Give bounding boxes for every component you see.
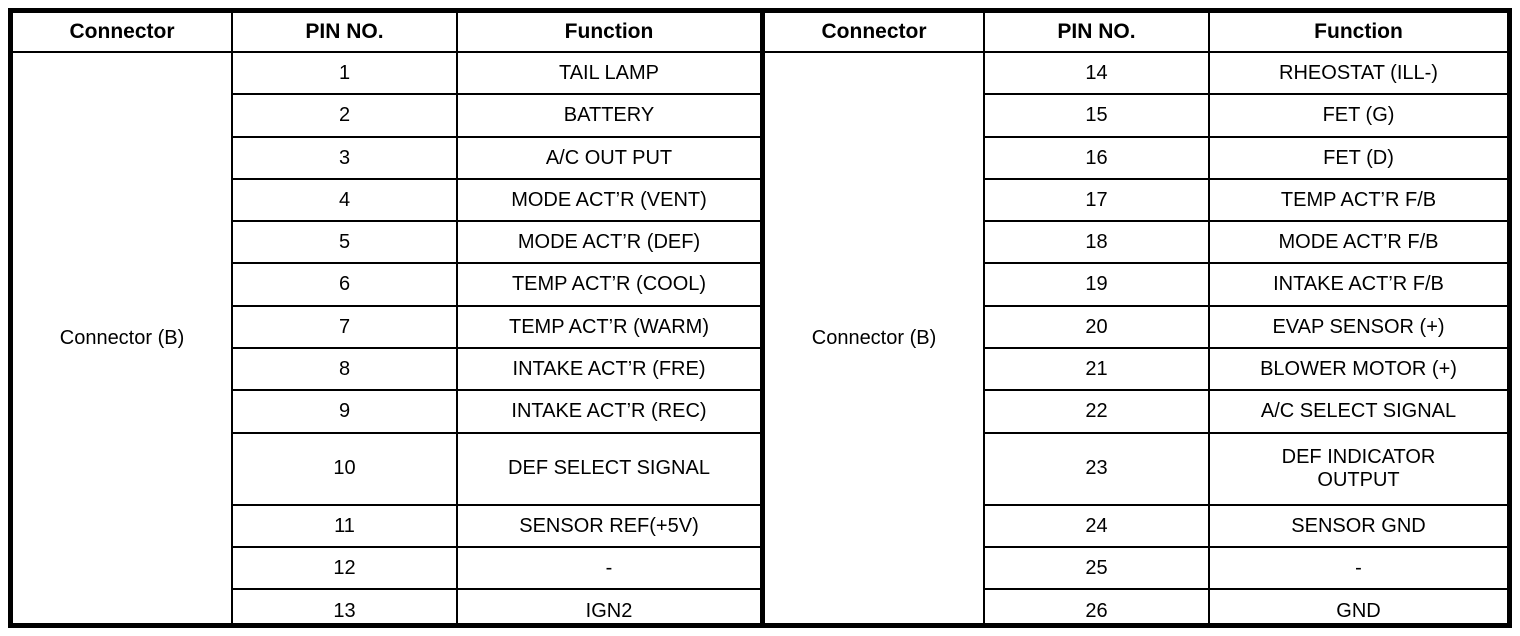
function-cell: SENSOR GND: [1210, 506, 1507, 548]
function-cell: TEMP ACT’R (WARM): [458, 307, 760, 350]
function-cell: DEF INDICATOR OUTPUT: [1210, 434, 1507, 506]
connector-merged-cell-left: Connector (B): [59, 326, 185, 349]
header-pin-left: PIN NO.: [233, 13, 456, 53]
function-cell: TEMP ACT’R F/B: [1210, 180, 1507, 223]
pin-cell: 7: [233, 307, 456, 350]
header-connector-left: Connector: [13, 13, 231, 53]
column-function-right: Function RHEOSTAT (ILL-) FET (G) FET (D)…: [1208, 13, 1507, 623]
table-half-left: Connector Connector (B) PIN NO. 1 2 3 4 …: [13, 13, 760, 623]
function-cell: SENSOR REF(+5V): [458, 506, 760, 548]
column-function-left: Function TAIL LAMP BATTERY A/C OUT PUT M…: [456, 13, 760, 623]
pin-assignment-table: Connector Connector (B) PIN NO. 1 2 3 4 …: [8, 8, 1512, 628]
pin-cell: 20: [985, 307, 1208, 350]
function-cell: MODE ACT’R (VENT): [458, 180, 760, 223]
pin-cell: 6: [233, 264, 456, 307]
pin-cell: 23: [985, 434, 1208, 506]
function-cell: MODE ACT’R F/B: [1210, 222, 1507, 265]
function-cell: INTAKE ACT’R (REC): [458, 391, 760, 434]
column-connector-left: Connector Connector (B): [13, 13, 231, 623]
function-cell: DEF SELECT SIGNAL: [458, 434, 760, 506]
pin-cell: 10: [233, 434, 456, 506]
connector-merged-cell-right: Connector (B): [811, 326, 937, 349]
function-cell: TEMP ACT’R (COOL): [458, 264, 760, 307]
pin-cell: 18: [985, 222, 1208, 265]
header-pin-right: PIN NO.: [985, 13, 1208, 53]
function-cell: A/C SELECT SIGNAL: [1210, 391, 1507, 434]
function-cell: -: [458, 548, 760, 591]
function-cell: BLOWER MOTOR (+): [1210, 349, 1507, 392]
column-connector-right: Connector Connector (B): [765, 13, 983, 623]
function-cell: EVAP SENSOR (+): [1210, 307, 1507, 350]
function-cell: GND: [1336, 600, 1381, 623]
function-cell: BATTERY: [458, 95, 760, 138]
function-cell: INTAKE ACT’R F/B: [1210, 264, 1507, 307]
pin-cell: 25: [985, 548, 1208, 591]
pin-cell: 22: [985, 391, 1208, 434]
function-cell: MODE ACT’R (DEF): [458, 222, 760, 265]
pin-cell: 12: [233, 548, 456, 591]
grid-left: Connector Connector (B) PIN NO. 1 2 3 4 …: [13, 13, 760, 623]
function-cell: INTAKE ACT’R (FRE): [458, 349, 760, 392]
pin-cell: 2: [233, 95, 456, 138]
pin-cell: 21: [985, 349, 1208, 392]
column-pin-left: PIN NO. 1 2 3 4 5 6 7 8 9 10 11 12 13: [231, 13, 456, 623]
pin-cell: 17: [985, 180, 1208, 223]
pin-cell: 11: [233, 506, 456, 548]
pin-cell: 13: [333, 600, 356, 623]
header-function-left: Function: [458, 13, 760, 53]
function-cell: TAIL LAMP: [458, 53, 760, 96]
grid-right: Connector Connector (B) PIN NO. 14 15 16…: [765, 13, 1507, 623]
pin-cell: 1: [233, 53, 456, 96]
function-cell: RHEOSTAT (ILL-): [1210, 53, 1507, 96]
function-cell: FET (G): [1210, 95, 1507, 138]
pin-cell: 26: [1085, 600, 1108, 623]
pin-cell: 5: [233, 222, 456, 265]
pin-cell: 4: [233, 180, 456, 223]
header-function-right: Function: [1210, 13, 1507, 53]
pin-cell: 19: [985, 264, 1208, 307]
column-pin-right: PIN NO. 14 15 16 17 18 19 20 21 22 23 24…: [983, 13, 1208, 623]
table-half-right: Connector Connector (B) PIN NO. 14 15 16…: [760, 13, 1507, 623]
pin-cell: 15: [985, 95, 1208, 138]
pin-cell: 3: [233, 138, 456, 180]
function-cell: A/C OUT PUT: [458, 138, 760, 180]
pin-cell: 24: [985, 506, 1208, 548]
header-connector-right: Connector: [765, 13, 983, 53]
pin-cell: 8: [233, 349, 456, 392]
function-cell: IGN2: [585, 600, 633, 623]
pin-cell: 14: [985, 53, 1208, 96]
function-cell: -: [1210, 548, 1507, 591]
pin-cell: 9: [233, 391, 456, 434]
pin-cell: 16: [985, 138, 1208, 180]
function-cell: FET (D): [1210, 138, 1507, 180]
